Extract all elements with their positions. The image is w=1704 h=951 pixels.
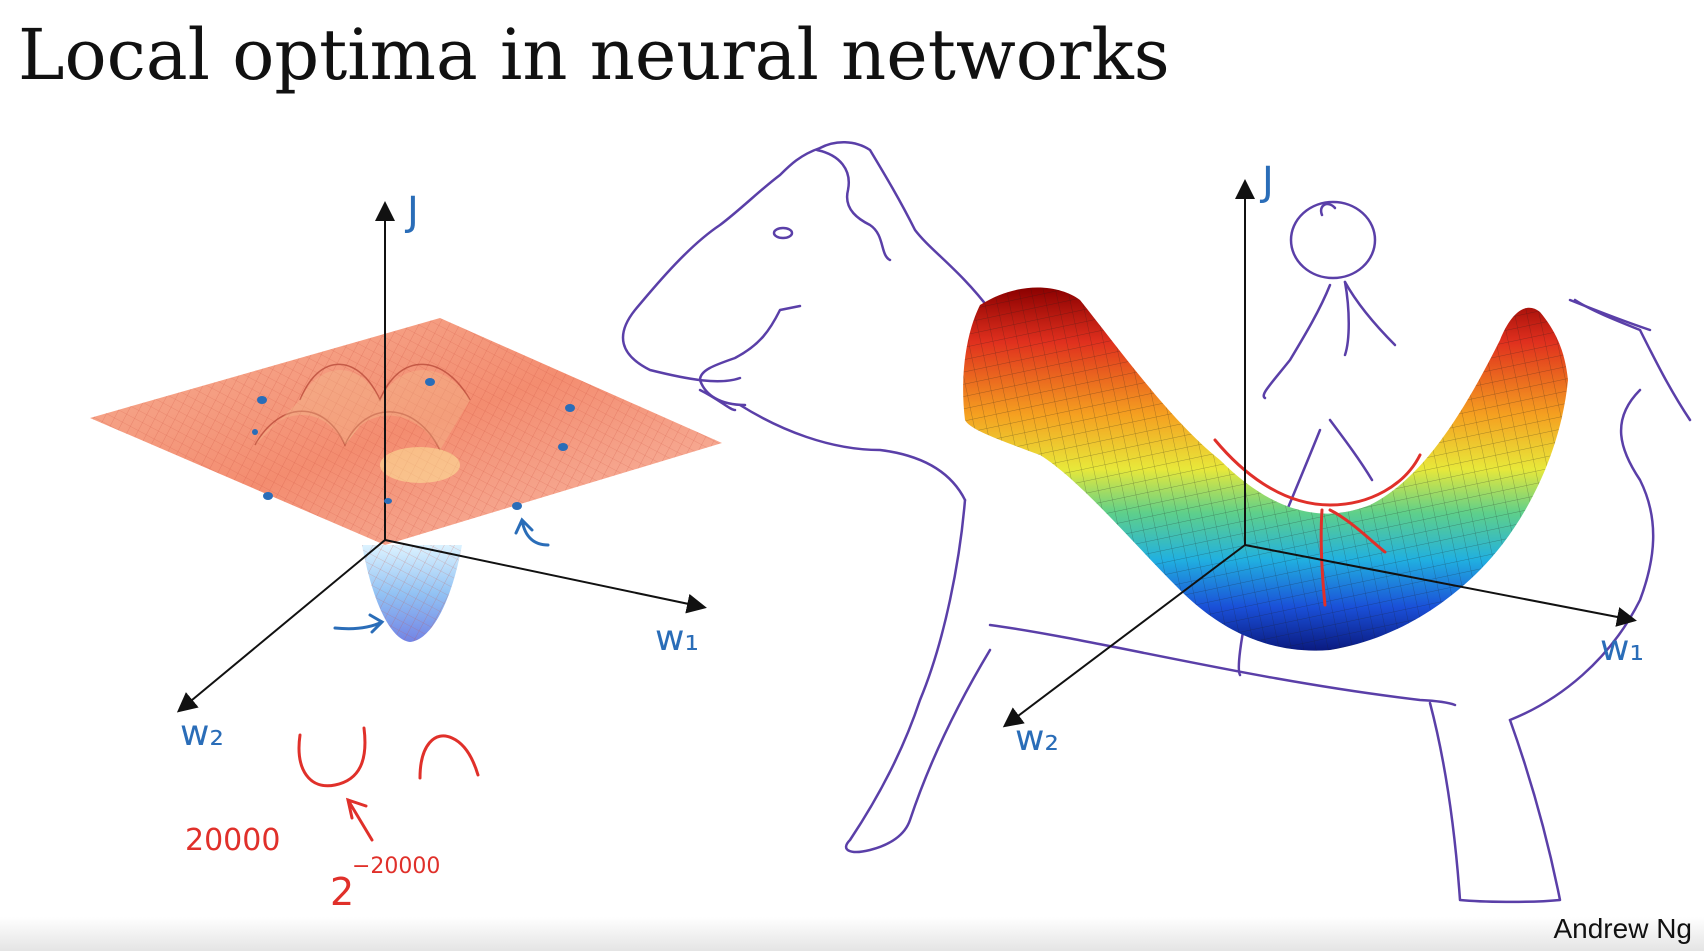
left-w1-axis <box>384 539 707 614</box>
bottom-bar <box>0 917 1704 951</box>
probability-exponent: −20000 <box>352 854 440 879</box>
left-w1-label: w₁ <box>655 618 699 659</box>
slide-title: Local optima in neural networks <box>18 14 1170 96</box>
right-w1-axis <box>1244 544 1637 627</box>
red-pointer-arrow <box>345 797 374 842</box>
right-w1-label: w₁ <box>1600 628 1644 669</box>
right-j-label: J <box>1259 159 1274 205</box>
author-credit: Andrew Ng <box>1553 913 1692 944</box>
right-w2-label: w₂ <box>1015 718 1059 759</box>
left-w2-axis <box>176 539 386 713</box>
well-pointer-arrow <box>333 613 385 634</box>
n-shape-sketch <box>418 734 480 780</box>
optimum-pointer-arrow <box>514 517 550 547</box>
right-w2-axis <box>1002 544 1246 728</box>
parameter-count: 20000 <box>185 823 280 858</box>
left-j-label: J <box>404 189 419 235</box>
left-plot <box>90 201 722 842</box>
left-w2-label: w₂ <box>180 713 224 754</box>
u-shape-sketch <box>297 726 367 788</box>
saddle-surface <box>963 287 1568 651</box>
probability-base: 2 <box>330 870 354 914</box>
optima-markers <box>252 378 575 510</box>
